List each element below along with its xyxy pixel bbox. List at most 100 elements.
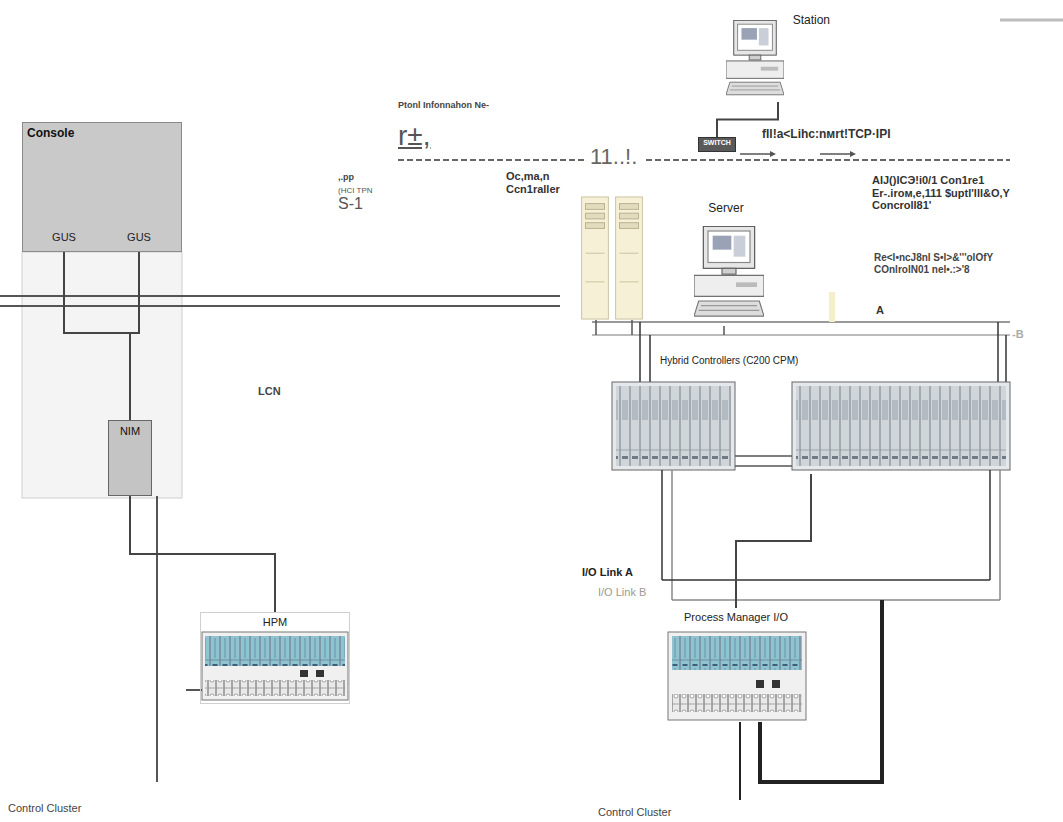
station-computer [726, 20, 784, 94]
process-manager-io-label: Process Manager I/O [684, 611, 788, 624]
hybrid-controller-rack [612, 382, 1010, 470]
server-computer-label: Server [708, 202, 743, 216]
control-network-bus-part [829, 292, 835, 322]
control-network-bus-part [1005, 335, 1007, 382]
annotation-label: -B [1012, 328, 1024, 341]
control-network-bus-part [592, 334, 1010, 336]
hybrid-controllers-label: Hybrid Controllers (C200 CPM) [660, 355, 798, 367]
process-manager-rack-part [672, 636, 802, 670]
hpm-rack-part [205, 636, 345, 666]
switch-box-label: SWITCH [703, 139, 731, 147]
station-computer: Station [722, 10, 834, 102]
io-link-cable-part [739, 722, 741, 800]
console-region [22, 252, 182, 498]
io-link-cable-part [662, 579, 990, 581]
plant-information-network-part [1000, 19, 1063, 22]
process-manager-rack [668, 632, 806, 720]
domain-controller-tower-part [616, 197, 643, 319]
annotation-label: A [876, 304, 884, 317]
io-link-cable-part [672, 599, 990, 601]
control-network-bus-part [997, 322, 999, 382]
io-link-cable-part [990, 599, 1000, 601]
control-network-bus-part [592, 321, 1010, 323]
hybrid-controller-rack-part [612, 382, 735, 470]
lcn-bus [0, 296, 560, 306]
plant-information-network-part [398, 159, 585, 161]
annotation-label: 11..!. [590, 144, 637, 169]
lcn-bus-part [0, 295, 560, 297]
hpm-rack-part [202, 632, 348, 700]
process-manager-io: Process Manager I/O [655, 608, 817, 724]
annotation-label: r±, [398, 120, 430, 152]
annotation-label: Control Cluster [598, 806, 671, 819]
station-computer-part [726, 20, 784, 94]
hybrid-controllers: Hybrid Controllers (C200 CPM) [608, 352, 1014, 474]
console-panel-label: Console [27, 127, 74, 141]
nim-box: NIM [108, 420, 152, 496]
gus-station: GUS [30, 138, 98, 246]
hpm-rack-part [316, 670, 324, 677]
control-network-bus [592, 292, 1010, 382]
process-manager-rack-part [672, 694, 802, 712]
plant-information-network-part [770, 151, 776, 157]
domain-controller: Oc,ma,n Ccn1raller [504, 168, 654, 318]
lcn-bus-part [0, 305, 560, 307]
server-computer-part [694, 226, 764, 316]
annotation-label: I/O Link A [582, 566, 633, 579]
server-computer [694, 226, 764, 316]
switch-box: SWITCH [698, 137, 736, 152]
io-link-cable-part [989, 470, 991, 580]
network-connector [130, 246, 139, 420]
station-computer-label: Station [793, 14, 830, 28]
plant-information-network-part [850, 151, 856, 157]
domain-controller-tower [582, 197, 643, 319]
nim-to-cluster-line [157, 496, 158, 782]
nim-box-label: NIM [120, 425, 140, 438]
plant-information-network-part [820, 153, 850, 155]
plant-information-network [398, 20, 1063, 160]
network-connector [64, 246, 130, 420]
console-panel: ConsoleGUS GUS [22, 122, 182, 252]
annotation-label: fll!a<Lihc:nмrt!TCP·IPI [762, 128, 891, 142]
annotation-label: Ptonl Infonnahon Ne- [398, 100, 489, 110]
control-network-bus-part [631, 320, 633, 335]
hpm-rack [186, 632, 348, 700]
process-manager-rack-part [668, 632, 806, 720]
hpm-unit: HPM [200, 612, 350, 704]
gus-station-label: GUS [52, 231, 76, 244]
annotation-label: ,.pp [338, 172, 354, 182]
hpm-rack-part [300, 670, 308, 677]
annotation-label: I/O Link B [598, 586, 646, 599]
annotation-label: (HCI TPN [338, 186, 373, 195]
hybrid-controller-rack-part [616, 386, 731, 466]
domain-controller-tower-part [582, 197, 609, 319]
network-connector [130, 496, 275, 612]
gus-station-label: GUS [127, 231, 151, 244]
plant-information-network-part [740, 153, 770, 155]
hybrid-controller-rack-part [792, 382, 1010, 470]
io-link-cable [662, 470, 1000, 800]
io-link-cable-part [661, 470, 663, 580]
process-manager-rack-part [756, 680, 764, 688]
control-network-bus-part [595, 320, 597, 335]
hybrid-controller-rack-part [796, 386, 1006, 466]
network-connector [736, 474, 811, 608]
control-network-bus-part [649, 335, 651, 382]
plant-information-network-part [646, 159, 1010, 161]
gus-station: GUS [105, 138, 173, 246]
server-computer: Server [684, 200, 768, 324]
process-manager-rack-part [772, 680, 780, 688]
annotation-label: AIJ()ICЭ!i0/1 Con1re1 Er-.iroм,e,111 $up… [872, 174, 1012, 212]
control-network-bus-part [639, 322, 641, 382]
io-link-cable-part [999, 470, 1001, 600]
annotation-label: Control Cluster [8, 802, 81, 815]
annotation-label: S-1 [338, 195, 363, 213]
hybrid-controller-rack-part [735, 455, 792, 457]
domain-controller-label: Oc,ma,n Ccn1raller [506, 170, 580, 195]
nim-to-cluster-line-part [156, 496, 158, 782]
hybrid-controller-rack-part [735, 465, 792, 467]
annotation-label: Re<l•ncJ8nl S•l>&'''olOfY COnlrolN01 nel… [874, 252, 1024, 275]
hpm-unit-label: HPM [263, 616, 287, 629]
control-network-bus-part [723, 326, 725, 335]
